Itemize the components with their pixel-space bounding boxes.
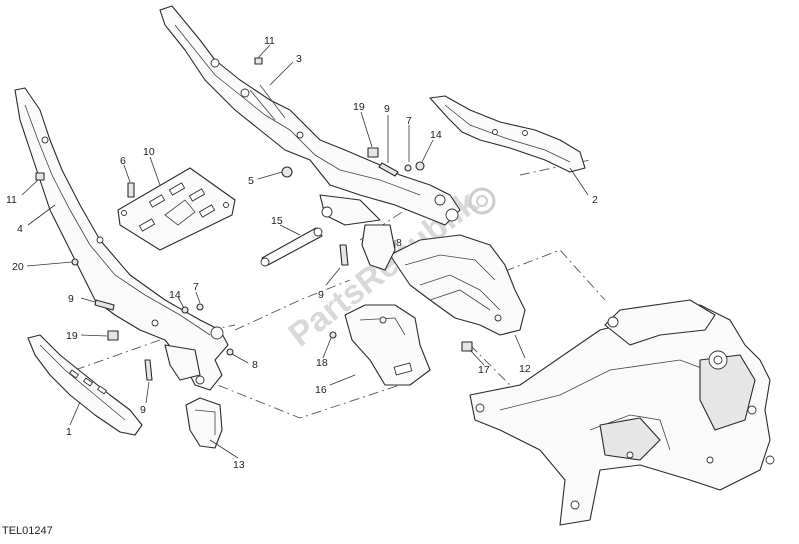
nut-11-top — [254, 57, 263, 65]
callout-7-top: 7 — [406, 115, 412, 127]
spacer-19-top — [367, 147, 379, 158]
callout-15: 15 — [271, 215, 283, 227]
clip-7-top — [404, 164, 412, 172]
leader-lines — [21, 44, 589, 459]
callout-11-left: 11 — [6, 194, 17, 206]
callout-9-top: 9 — [384, 103, 390, 115]
part-13-small-cover — [185, 397, 223, 449]
callout-1: 1 — [66, 426, 72, 438]
callout-14-top: 14 — [430, 129, 442, 141]
callout-7-left: 7 — [193, 281, 199, 293]
callout-16: 16 — [315, 384, 327, 396]
part-15-rod — [260, 227, 323, 267]
callout-8-mid: 8 — [396, 237, 402, 249]
callout-2: 2 — [592, 194, 598, 206]
washer-20 — [71, 258, 79, 266]
clip-14-left — [181, 306, 189, 314]
bolt-9-left — [94, 299, 115, 311]
clip-14-top — [415, 161, 425, 171]
callout-19-left: 19 — [66, 330, 78, 342]
diagram-code: TEL01247 — [2, 525, 53, 537]
part-2-upper-cover — [429, 95, 586, 173]
screw-6 — [127, 182, 135, 198]
screw-18 — [329, 331, 337, 339]
spacer-19-left — [107, 330, 119, 341]
clip-7-left — [196, 303, 204, 311]
nut-11-left — [35, 172, 45, 181]
callout-10: 10 — [143, 146, 155, 158]
callout-9-mid: 9 — [318, 289, 324, 301]
part-1-lower-cover — [27, 334, 143, 436]
callout-12: 12 — [519, 363, 531, 375]
part-4-left-subframe — [14, 87, 229, 391]
callout-4: 4 — [17, 223, 23, 235]
main-frame — [469, 299, 775, 526]
bolt-9-top — [378, 162, 399, 177]
callout-11-top: 11 — [264, 35, 275, 47]
callout-labels: 1 2 3 4 5 6 7 7 8 8 9 9 9 9 10 11 11 12 … — [6, 35, 598, 471]
callout-9-bottom: 9 — [140, 404, 146, 416]
callout-9-left: 9 — [68, 293, 74, 305]
screw-8-left — [226, 348, 234, 356]
callout-5: 5 — [248, 175, 254, 187]
watermark-gear-icon — [468, 187, 496, 215]
part-16-bracket — [344, 304, 431, 386]
callout-19-top: 19 — [353, 101, 365, 113]
fasteners — [35, 57, 473, 381]
callout-13: 13 — [233, 459, 245, 471]
part-12-large-cover — [361, 224, 526, 336]
callout-14-left: 14 — [169, 289, 181, 301]
callout-18: 18 — [316, 357, 328, 369]
part-10-plate — [117, 167, 236, 251]
bolt-9-mid — [339, 244, 349, 266]
callout-8-left: 8 — [252, 359, 258, 371]
bolt-9-bottom — [144, 359, 153, 381]
callout-20: 20 — [12, 261, 24, 273]
washer-5 — [281, 166, 293, 178]
callout-6: 6 — [120, 155, 126, 167]
spacer-17 — [461, 341, 473, 352]
callout-17: 17 — [478, 364, 490, 376]
callout-3: 3 — [296, 53, 302, 65]
